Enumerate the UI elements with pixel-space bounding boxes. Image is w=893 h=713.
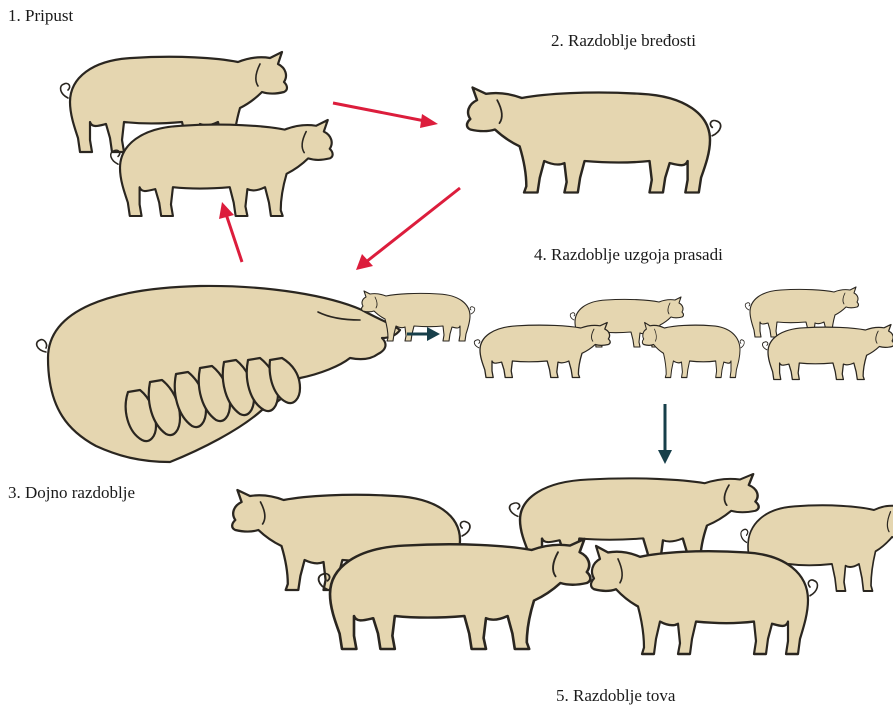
fattening-pig <box>319 539 591 649</box>
arrow-2-to-3 <box>356 188 460 270</box>
sow-pig <box>111 120 333 216</box>
piglet <box>762 325 893 380</box>
arrow-4-to-5 <box>658 404 672 464</box>
stage-4-weaner-piglets <box>362 287 893 380</box>
piglet <box>642 323 744 378</box>
stage-1-mating-pigs <box>61 52 333 216</box>
stage-3-nursing-sow <box>37 286 400 462</box>
piglet <box>474 323 610 378</box>
fattening-pig <box>591 546 817 654</box>
stage-5-fattening-pigs <box>232 474 893 654</box>
stage-2-pregnant-sow <box>467 88 721 193</box>
sow-tail-icon <box>37 340 47 352</box>
arrow-1-to-2 <box>333 103 438 128</box>
